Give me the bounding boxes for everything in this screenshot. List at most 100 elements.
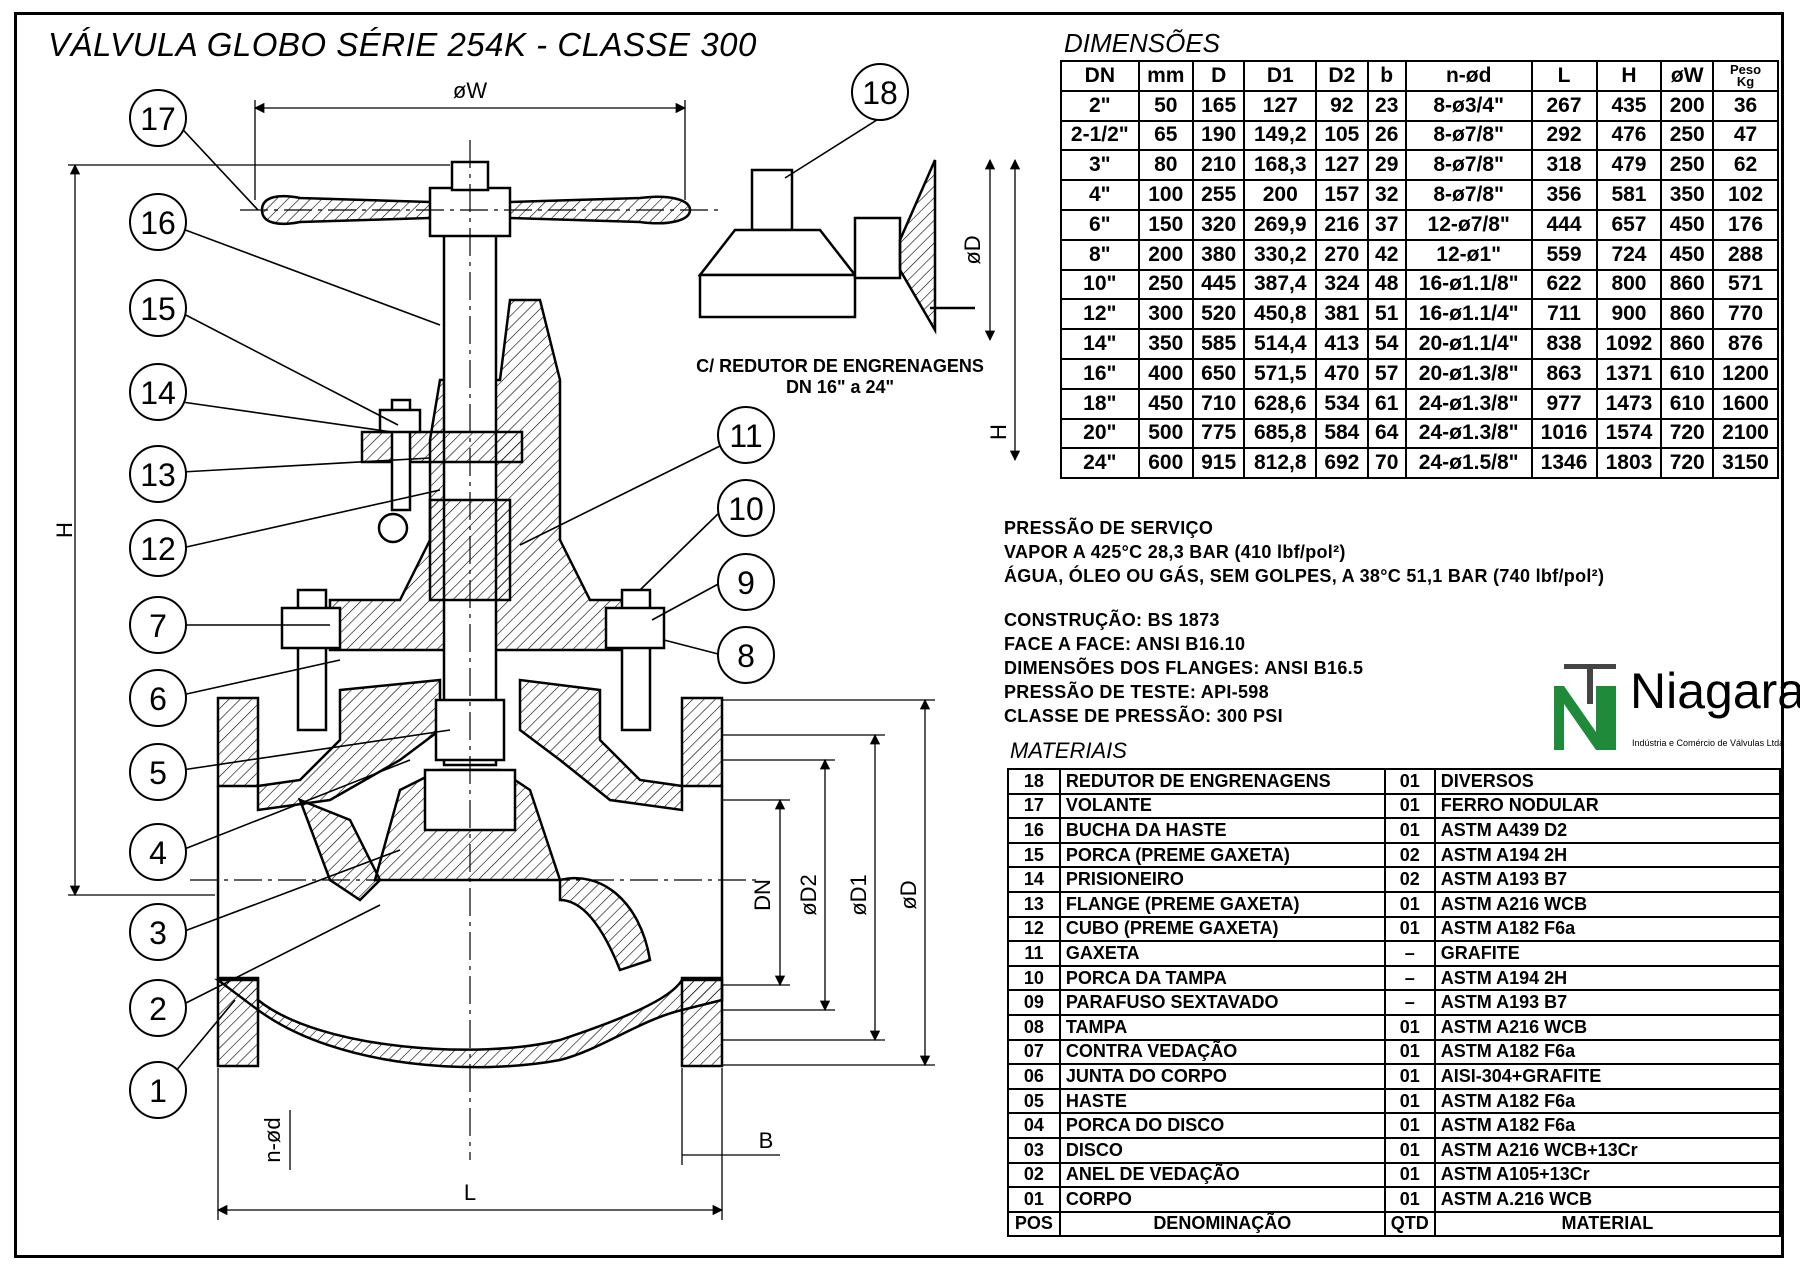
- sheet-border: [14, 12, 1784, 1258]
- dimensions-cell: 300: [1137, 298, 1194, 331]
- col-header: øW: [1660, 60, 1714, 92]
- col-header-peso: Peso Kg: [1712, 60, 1779, 92]
- dimensions-cell: 42: [1366, 238, 1407, 271]
- materials-cell: –: [1383, 940, 1436, 967]
- dimensions-cell: 102: [1712, 179, 1779, 211]
- dimensions-cell: 176: [1712, 208, 1779, 241]
- dimensions-cell: 720: [1660, 417, 1714, 450]
- dim-dn-label: DN: [750, 879, 775, 911]
- dim-nd-label: n-ød: [260, 1117, 285, 1162]
- dimensions-cell: 200: [1137, 238, 1194, 271]
- dimensions-cell: 1473: [1595, 387, 1663, 420]
- col-header: DN: [1060, 60, 1140, 92]
- seat-wall-left: [297, 797, 382, 902]
- spec-flange-dims: DIMENSÕES DOS FLANGES: ANSI B16.5: [1004, 658, 1364, 678]
- dim-d-label: øD: [896, 880, 921, 909]
- callout-5: [129, 743, 187, 801]
- dimensions-cell: 1016: [1530, 417, 1598, 450]
- materials-cell: 17: [1007, 792, 1061, 820]
- dimensions-cell: 32: [1366, 179, 1407, 211]
- dimensions-cell: 356: [1530, 179, 1598, 211]
- spec-service-pressure: PRESSÃO DE SERVIÇO: [1004, 518, 1214, 538]
- dimensions-cell: 105: [1315, 119, 1369, 152]
- materials-cell: ASTM A216 WCB+13Cr: [1433, 1136, 1782, 1164]
- dimensions-cell: 445: [1191, 268, 1246, 301]
- dimensions-cell: 127: [1243, 89, 1318, 122]
- gear-top-boss: [750, 168, 794, 232]
- dimensions-cell: 838: [1530, 328, 1598, 360]
- dimensions-cell: 250: [1660, 119, 1714, 152]
- dimensions-cell: 770: [1712, 298, 1779, 331]
- materials-cell: AISI-304+GRAFITE: [1433, 1063, 1782, 1090]
- dimensions-cell: 12-ø7/8": [1404, 208, 1533, 241]
- materials-cell: 05: [1007, 1087, 1061, 1115]
- dimensions-cell: 26: [1366, 119, 1407, 152]
- dimensions-cell: 1200: [1712, 357, 1779, 390]
- callout-label-4: 4: [149, 835, 167, 871]
- callout-18: [851, 63, 909, 121]
- dimensions-cell: 165: [1191, 89, 1246, 122]
- materials-cell: GRAFITE: [1433, 940, 1782, 967]
- materials-cell: 03: [1007, 1136, 1061, 1164]
- dimensions-cell: 210: [1191, 149, 1246, 182]
- dimensions-cell: 168,3: [1243, 149, 1318, 182]
- materials-cell: 06: [1007, 1063, 1061, 1090]
- dimensions-cell: 860: [1660, 298, 1714, 331]
- dim-h-label: H: [52, 522, 77, 538]
- dimensions-cell: 559: [1530, 238, 1598, 271]
- callout-1: [129, 1061, 187, 1119]
- dimensions-cell: 16": [1060, 357, 1140, 390]
- dimensions-cell: 860: [1660, 328, 1714, 360]
- niagara-logo-mark: [1554, 664, 1616, 750]
- logo-subtitle: Indústria e Comércio de Válvulas Ltda: [1632, 738, 1785, 748]
- dimensions-cell: 29: [1366, 149, 1407, 182]
- materials-cell: GAXETA: [1058, 940, 1386, 967]
- dimensions-cell: 16-ø1.1/8": [1404, 268, 1533, 301]
- gear-reducer-caption: C/ REDUTOR DE ENGRENAGENS DN 16" a 24": [690, 356, 990, 398]
- materials-cell: TAMPA: [1058, 1013, 1386, 1041]
- dimensions-cell: 571: [1712, 268, 1779, 301]
- peso-label: Peso: [1729, 61, 1762, 77]
- left-flange-top: [216, 696, 260, 788]
- materials-cell: ASTM A216 WCB: [1433, 1013, 1782, 1041]
- callout-12: [129, 519, 187, 577]
- dimensions-table: DN mm D D1 D2 b n-ød L H øW Peso Kg 2"50…: [1060, 60, 1779, 480]
- dimensions-cell: 1803: [1595, 447, 1663, 480]
- body-bottom: [214, 978, 724, 1069]
- materials-cell: ASTM A216 WCB: [1433, 890, 1782, 918]
- dimensions-cell: 1346: [1530, 447, 1598, 480]
- materials-cell: CONTRA VEDAÇÃO: [1058, 1038, 1386, 1066]
- callout-balloons: [129, 63, 909, 1119]
- materials-cell: 01: [1007, 1186, 1061, 1213]
- drawing-title: VÁLVULA GLOBO SÉRIE 254K - CLASSE 300: [48, 26, 757, 63]
- dimensions-cell: 915: [1191, 447, 1246, 480]
- materials-cell: 12: [1007, 915, 1061, 943]
- dim-w-label: øW: [453, 78, 487, 103]
- dimensions-cell: 157: [1315, 179, 1369, 211]
- dimensions-cell: 80: [1137, 149, 1194, 182]
- materials-cell: 04: [1007, 1112, 1061, 1139]
- col-header: L: [1530, 60, 1598, 92]
- materials-cell: 18: [1007, 768, 1061, 795]
- materials-cell: 15: [1007, 841, 1061, 869]
- col-header: b: [1366, 60, 1407, 92]
- materials-cell: –: [1383, 964, 1436, 992]
- dimensions-cell: 200: [1660, 89, 1714, 122]
- col-header: D1: [1243, 60, 1318, 92]
- eye-bolt: [377, 512, 409, 544]
- dimensions-cell: 470: [1315, 357, 1369, 390]
- dimensions-cell: 622: [1530, 268, 1598, 301]
- dimensions-cell: 292: [1530, 119, 1598, 152]
- col-header: D: [1191, 60, 1246, 92]
